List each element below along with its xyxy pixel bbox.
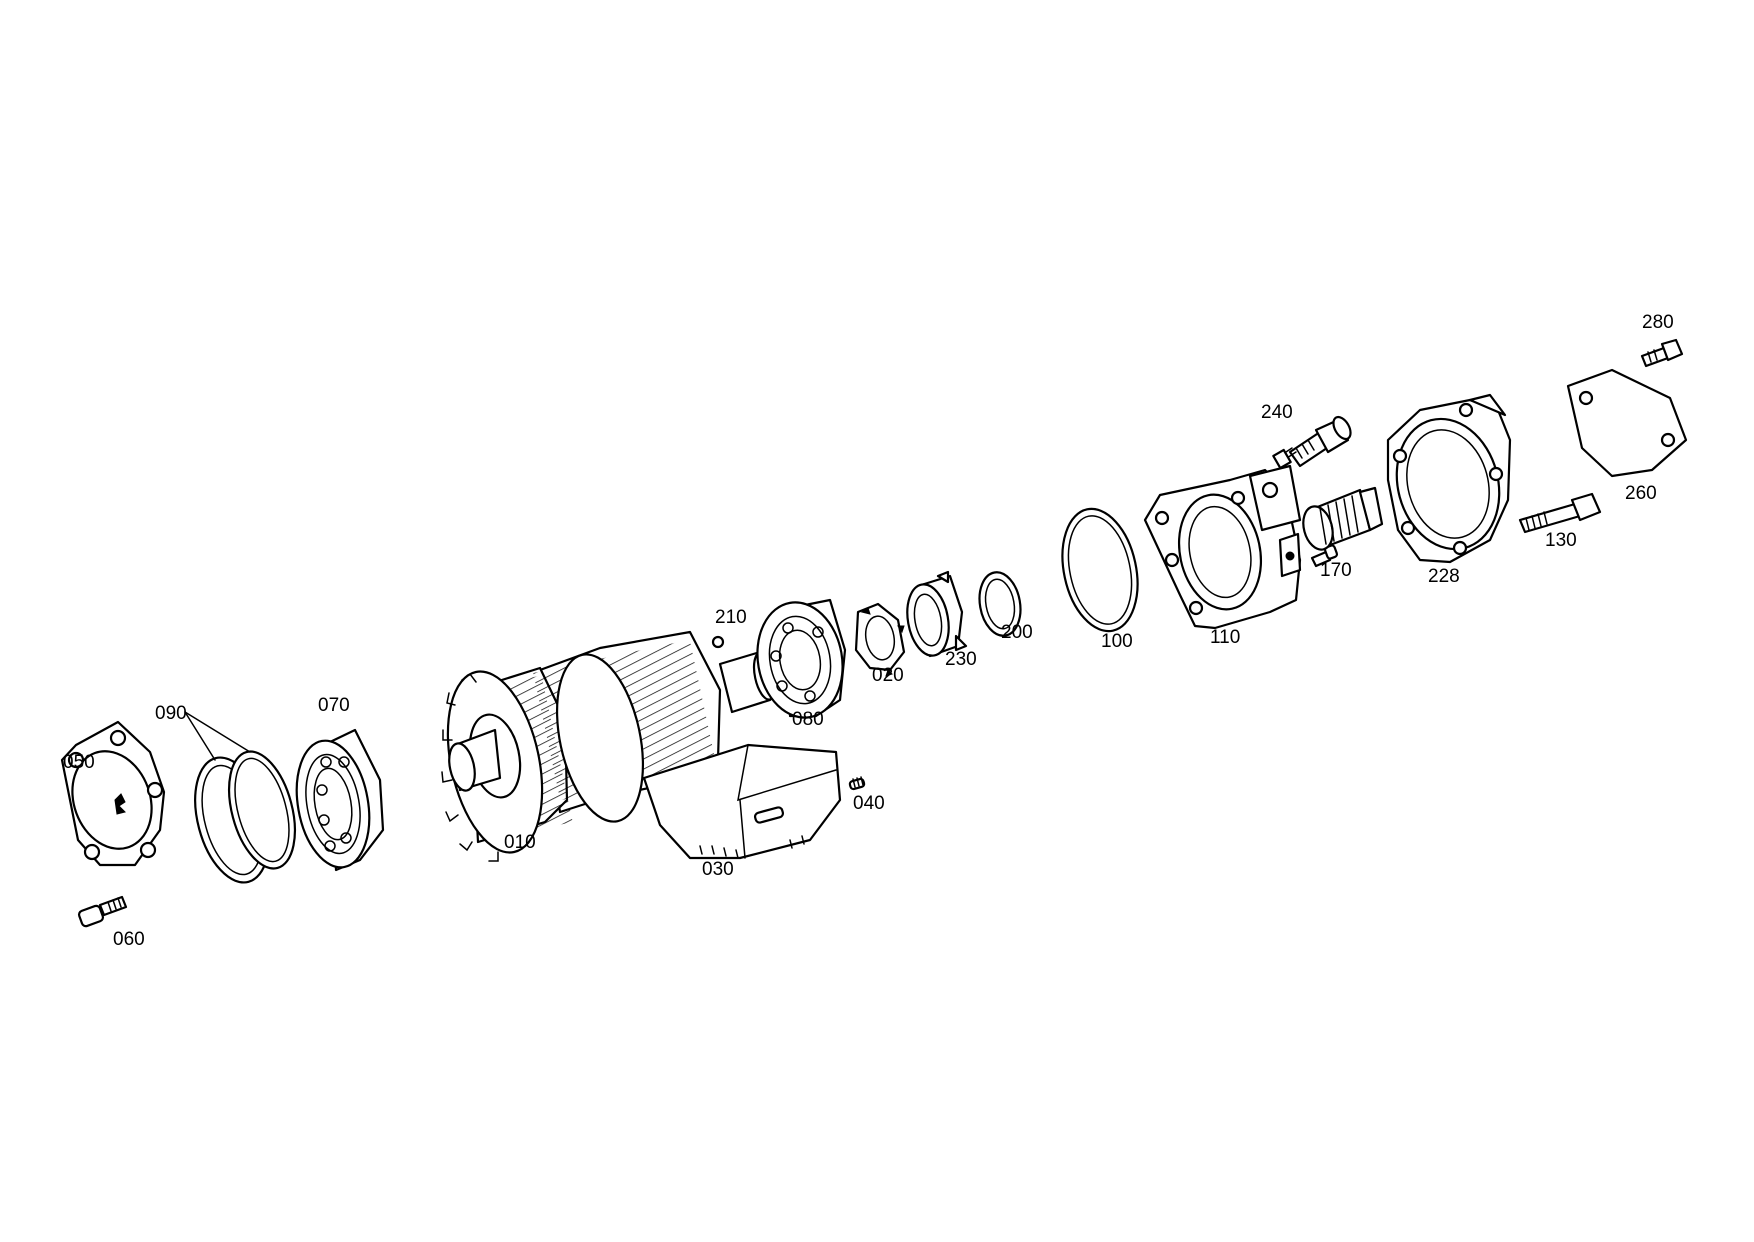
cover-housing-228 xyxy=(1386,393,1512,564)
sensor-240 xyxy=(1272,415,1352,470)
bolt-060 xyxy=(77,895,128,928)
shield-030 xyxy=(642,743,842,860)
bearing-080 xyxy=(756,598,847,719)
label-230: 230 xyxy=(945,649,977,670)
screw-170 xyxy=(1310,544,1339,568)
sleeve-230 xyxy=(906,570,968,658)
bolt-130 xyxy=(1518,492,1602,534)
label-210: 210 xyxy=(715,607,747,628)
ball-210 xyxy=(711,635,725,649)
label-170: 170 xyxy=(1320,560,1352,581)
label-228: 228 xyxy=(1428,566,1460,587)
label-130: 130 xyxy=(1545,530,1577,551)
label-110: 110 xyxy=(1210,627,1240,648)
label-020: 020 xyxy=(872,665,904,686)
label-050: 050 xyxy=(63,752,95,773)
label-280: 280 xyxy=(1642,312,1674,333)
label-060: 060 xyxy=(113,929,145,950)
cover-plate-050 xyxy=(60,720,166,867)
nut-020 xyxy=(854,602,906,677)
bearing-070 xyxy=(295,728,385,872)
pin-040 xyxy=(848,776,866,791)
label-080: 080 xyxy=(792,709,824,730)
label-040: 040 xyxy=(853,793,885,814)
housing-110 xyxy=(1143,464,1302,630)
label-100: 100 xyxy=(1101,631,1133,652)
label-070: 070 xyxy=(318,695,350,716)
label-200: 200 xyxy=(1001,622,1033,643)
bolt-280 xyxy=(1640,338,1684,368)
circlip-200 xyxy=(978,571,1022,637)
label-240: 240 xyxy=(1261,402,1293,423)
part-labels: 050 060 090 070 010 030 040 210 080 020 … xyxy=(63,312,1674,950)
label-260: 260 xyxy=(1625,483,1657,504)
label-030: 030 xyxy=(702,859,734,880)
needle-bearing xyxy=(1302,486,1384,551)
seal-rings-090 xyxy=(184,711,296,884)
cover-plate-260 xyxy=(1566,368,1688,478)
label-090: 090 xyxy=(155,703,187,724)
ring-100 xyxy=(1061,507,1139,633)
label-010: 010 xyxy=(504,832,536,853)
